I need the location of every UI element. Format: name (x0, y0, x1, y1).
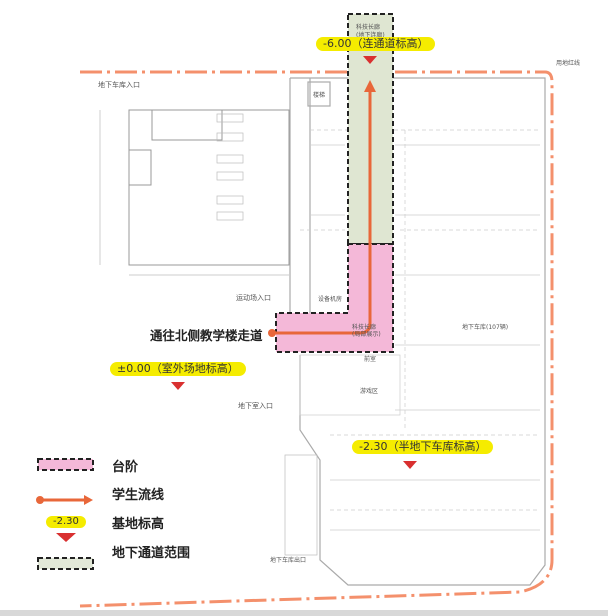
redline-label: 用地红线 (556, 60, 581, 67)
garage-entrance-label: 地下车库入口 (98, 81, 140, 89)
play-area-label: 游戏区 (360, 388, 379, 395)
legend-marker-icon (56, 533, 76, 542)
garage-label: 地下车库(107辆) (462, 324, 509, 331)
site-boundary-redline (79, 70, 554, 608)
parking-grid (284, 129, 540, 556)
legend-passage-swatch (37, 557, 94, 570)
elevation-marker-icon (171, 382, 185, 390)
elevation-marker-icon (363, 56, 377, 64)
corridor-top-sublabel: (地下连廊) (356, 32, 385, 39)
garage-outline (289, 77, 546, 586)
gym-building (99, 109, 290, 276)
stairs-area (275, 243, 394, 353)
corridor-top-label: 科技长廊 (356, 24, 381, 31)
connector-elevation-label: -6.00（连通道标高） (316, 37, 436, 51)
legend-passage-label: 地下通道范围 (112, 546, 191, 561)
elevation-marker-icon (403, 461, 417, 469)
anteroom-label: 前室 (364, 356, 377, 363)
student-route (268, 80, 376, 337)
legend-route-label: 学生流线 (112, 488, 165, 503)
corridor-mid-label: 科技长廊 (352, 324, 377, 331)
sports-entrance-label: 运动场入口 (236, 294, 271, 302)
route-start-dot (268, 329, 276, 337)
outdoor-elevation-label: ±0.00（室外场地标高） (110, 362, 246, 376)
bottom-border (0, 610, 608, 616)
route-destination-label: 通往北侧教学楼走道 (150, 328, 263, 343)
legend-elevation-label: 基地标高 (112, 517, 165, 532)
garage-exit-label: 地下车库出口 (270, 557, 307, 564)
route-arrow-icon (364, 80, 376, 92)
corridor-mid-sublabel: (局部展示) (352, 331, 381, 338)
legend-stairs-swatch (37, 458, 94, 471)
garage-elevation-label: -2.30（半地下车库标高） (352, 440, 494, 454)
stair-label: 楼梯 (313, 92, 326, 99)
legend-stairs-label: 台阶 (112, 460, 139, 475)
equipment-room-label: 设备机房 (318, 296, 343, 303)
legend-elevation-sample: -2.30 (46, 516, 86, 528)
basement-entrance-label: 地下室入口 (238, 402, 273, 410)
legend-route-icon (36, 495, 93, 505)
